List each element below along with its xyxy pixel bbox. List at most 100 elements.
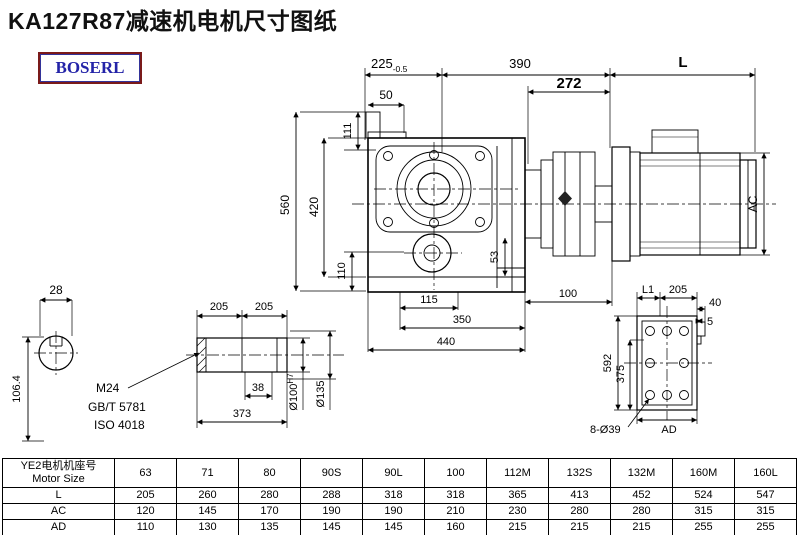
value-cell: 230 xyxy=(486,503,549,520)
dim-205a-label: 205 xyxy=(210,301,228,313)
value-cell: 215 xyxy=(610,519,673,535)
value-cell: 145 xyxy=(176,503,239,520)
dim-373-label: 373 xyxy=(233,408,251,420)
dim-560-label: 560 xyxy=(278,195,292,215)
dim-115-label: 115 xyxy=(420,294,438,306)
dim-420-label: 420 xyxy=(307,197,321,217)
value-cell: 260 xyxy=(176,487,239,504)
value-cell: 135 xyxy=(238,519,301,535)
row-label: L xyxy=(2,487,115,504)
page-title: KA127R87减速机电机尺寸图纸 xyxy=(8,8,338,34)
shaft-detail-view: 205 205 38 373 M24 GB/T 5781 ISO 4018 Ø1… xyxy=(88,301,344,432)
value-cell: 190 xyxy=(300,503,363,520)
size-cell: 100 xyxy=(424,458,487,488)
value-cell: 210 xyxy=(424,503,487,520)
dim-350-label: 350 xyxy=(453,314,471,326)
boserl-logo-text: BOSERL xyxy=(55,58,125,77)
value-cell: 318 xyxy=(424,487,487,504)
left-dimensions: 560 420 111 110 xyxy=(278,111,404,292)
bolt-hole xyxy=(475,217,485,227)
dim-L1-label: L1 xyxy=(642,284,654,296)
standard-gb-label: GB/T 5781 xyxy=(88,400,146,414)
thread-label: M24 xyxy=(96,381,120,395)
table-row-AD: AD 110 130 135 145 145 160 215 215 215 2… xyxy=(2,519,797,535)
table-header-motor-size: YE2电机机座号 Motor Size xyxy=(2,458,115,488)
bolt-hole xyxy=(679,390,689,400)
bolt-hole xyxy=(383,217,393,227)
dim-28-label: 28 xyxy=(49,283,63,297)
table-row-L: L 205 260 280 288 318 318 365 413 452 52… xyxy=(2,487,797,504)
row-label: AC xyxy=(2,503,115,520)
value-cell: 315 xyxy=(734,503,797,520)
table-header-en: Motor Size xyxy=(32,473,85,485)
motor-end-view: L1 205 40 5 592 375 AD 8-Ø39 xyxy=(590,284,721,436)
value-cell: 190 xyxy=(362,503,425,520)
boserl-logo: BOSERL xyxy=(38,52,142,84)
value-cell: 145 xyxy=(300,519,363,535)
top-boss xyxy=(367,131,407,139)
value-cell: 215 xyxy=(548,519,611,535)
bottom-dimensions: 115 100 350 440 xyxy=(367,261,613,353)
dim-38-label: 38 xyxy=(252,382,264,394)
bolt-hole xyxy=(679,326,689,336)
dim-205r-label: 205 xyxy=(669,284,687,296)
dim-50-label: 50 xyxy=(379,88,393,102)
table-row-AC: AC 120 145 170 190 190 210 230 280 280 3… xyxy=(2,503,797,520)
value-cell: 318 xyxy=(362,487,425,504)
dim-111-label: 111 xyxy=(342,123,354,140)
size-cell: 132S xyxy=(548,458,611,488)
value-cell: 160 xyxy=(424,519,487,535)
value-cell: 110 xyxy=(114,519,177,535)
dim-135-label: Ø135 xyxy=(315,381,327,408)
table-header-cn: YE2电机机座号 xyxy=(20,460,97,473)
value-cell: 280 xyxy=(610,503,673,520)
size-cell: 112M xyxy=(486,458,549,488)
dim-AD-label: AD xyxy=(661,424,676,436)
bolt-hole xyxy=(645,390,655,400)
dim-205b-label: 205 xyxy=(255,301,273,313)
dim-5-label: 5 xyxy=(707,316,713,328)
standard-iso-label: ISO 4018 xyxy=(94,418,145,432)
shaft-end-view: 28 106.4 xyxy=(11,283,78,442)
terminal-box xyxy=(651,129,699,154)
value-cell: 524 xyxy=(672,487,735,504)
value-cell: 145 xyxy=(362,519,425,535)
size-cell: 132M xyxy=(610,458,673,488)
value-cell: 255 xyxy=(672,519,735,535)
value-cell: 365 xyxy=(486,487,549,504)
value-cell: 280 xyxy=(548,503,611,520)
bolt-hole xyxy=(475,151,485,161)
value-cell: 215 xyxy=(486,519,549,535)
dim-592-label: 592 xyxy=(602,354,614,372)
value-cell: 255 xyxy=(734,519,797,535)
size-cell: 71 xyxy=(176,458,239,488)
dim-375-label: 375 xyxy=(615,365,627,383)
size-cell: 90S xyxy=(300,458,363,488)
table-header-row: YE2电机机座号 Motor Size 63 71 80 90S 90L 100… xyxy=(2,458,797,488)
value-cell: 547 xyxy=(734,487,797,504)
dim-AC-label: AC xyxy=(746,195,760,212)
dim-40-label: 40 xyxy=(709,297,721,309)
dimension-drawing: 225-0.5 390 L 272 50 560 420 111 110 xyxy=(11,54,776,442)
value-cell: 130 xyxy=(176,519,239,535)
dim-110-label: 110 xyxy=(336,262,348,280)
value-cell: 120 xyxy=(114,503,177,520)
size-cell: 160L xyxy=(734,458,797,488)
row-label: AD xyxy=(2,519,115,535)
size-cell: 80 xyxy=(238,458,301,488)
dim-100-label: 100 xyxy=(559,288,577,300)
top-dimensions: 225-0.5 390 L 272 50 xyxy=(364,54,756,164)
dim-390-label: 390 xyxy=(509,56,531,71)
value-cell: 280 xyxy=(238,487,301,504)
value-cell: 288 xyxy=(300,487,363,504)
dim-L-label: L xyxy=(678,54,687,71)
bolt-hole xyxy=(383,151,393,161)
value-cell: 452 xyxy=(610,487,673,504)
dim-225-label: 225-0.5 xyxy=(371,56,408,74)
value-cell: 413 xyxy=(548,487,611,504)
gearbox-front-view: 53 xyxy=(365,111,526,293)
size-cell: 90L xyxy=(362,458,425,488)
dim-272-label: 272 xyxy=(556,75,581,92)
value-cell: 170 xyxy=(238,503,301,520)
